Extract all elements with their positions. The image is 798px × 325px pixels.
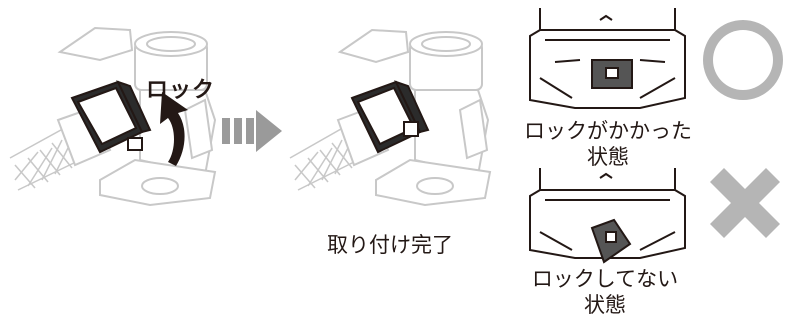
locked-state-closeup: [529, 8, 686, 109]
correct-circle-icon: [703, 20, 783, 100]
unlocked-state-caption: ロックしてない 状態: [510, 266, 700, 318]
unlocked-caption-line2: 状態: [584, 293, 626, 317]
lock-action-label: ロック: [146, 78, 216, 103]
curved-up-arrow-icon: [160, 92, 188, 166]
locked-caption-line2: 状態: [587, 145, 629, 169]
installation-complete-label: 取り付け完了: [327, 233, 453, 257]
next-step-arrow-icon: [222, 110, 282, 152]
valve-illustration-after: [289, 28, 492, 207]
unlocked-state-closeup: [529, 168, 686, 264]
incorrect-cross-icon: [710, 168, 780, 238]
locked-caption-line1: ロックがかかった: [524, 119, 692, 143]
unlocked-caption-line1: ロックしてない: [531, 267, 679, 291]
locked-state-caption: ロックがかかった 状態: [508, 118, 708, 170]
valve-illustration-before: [9, 26, 217, 207]
